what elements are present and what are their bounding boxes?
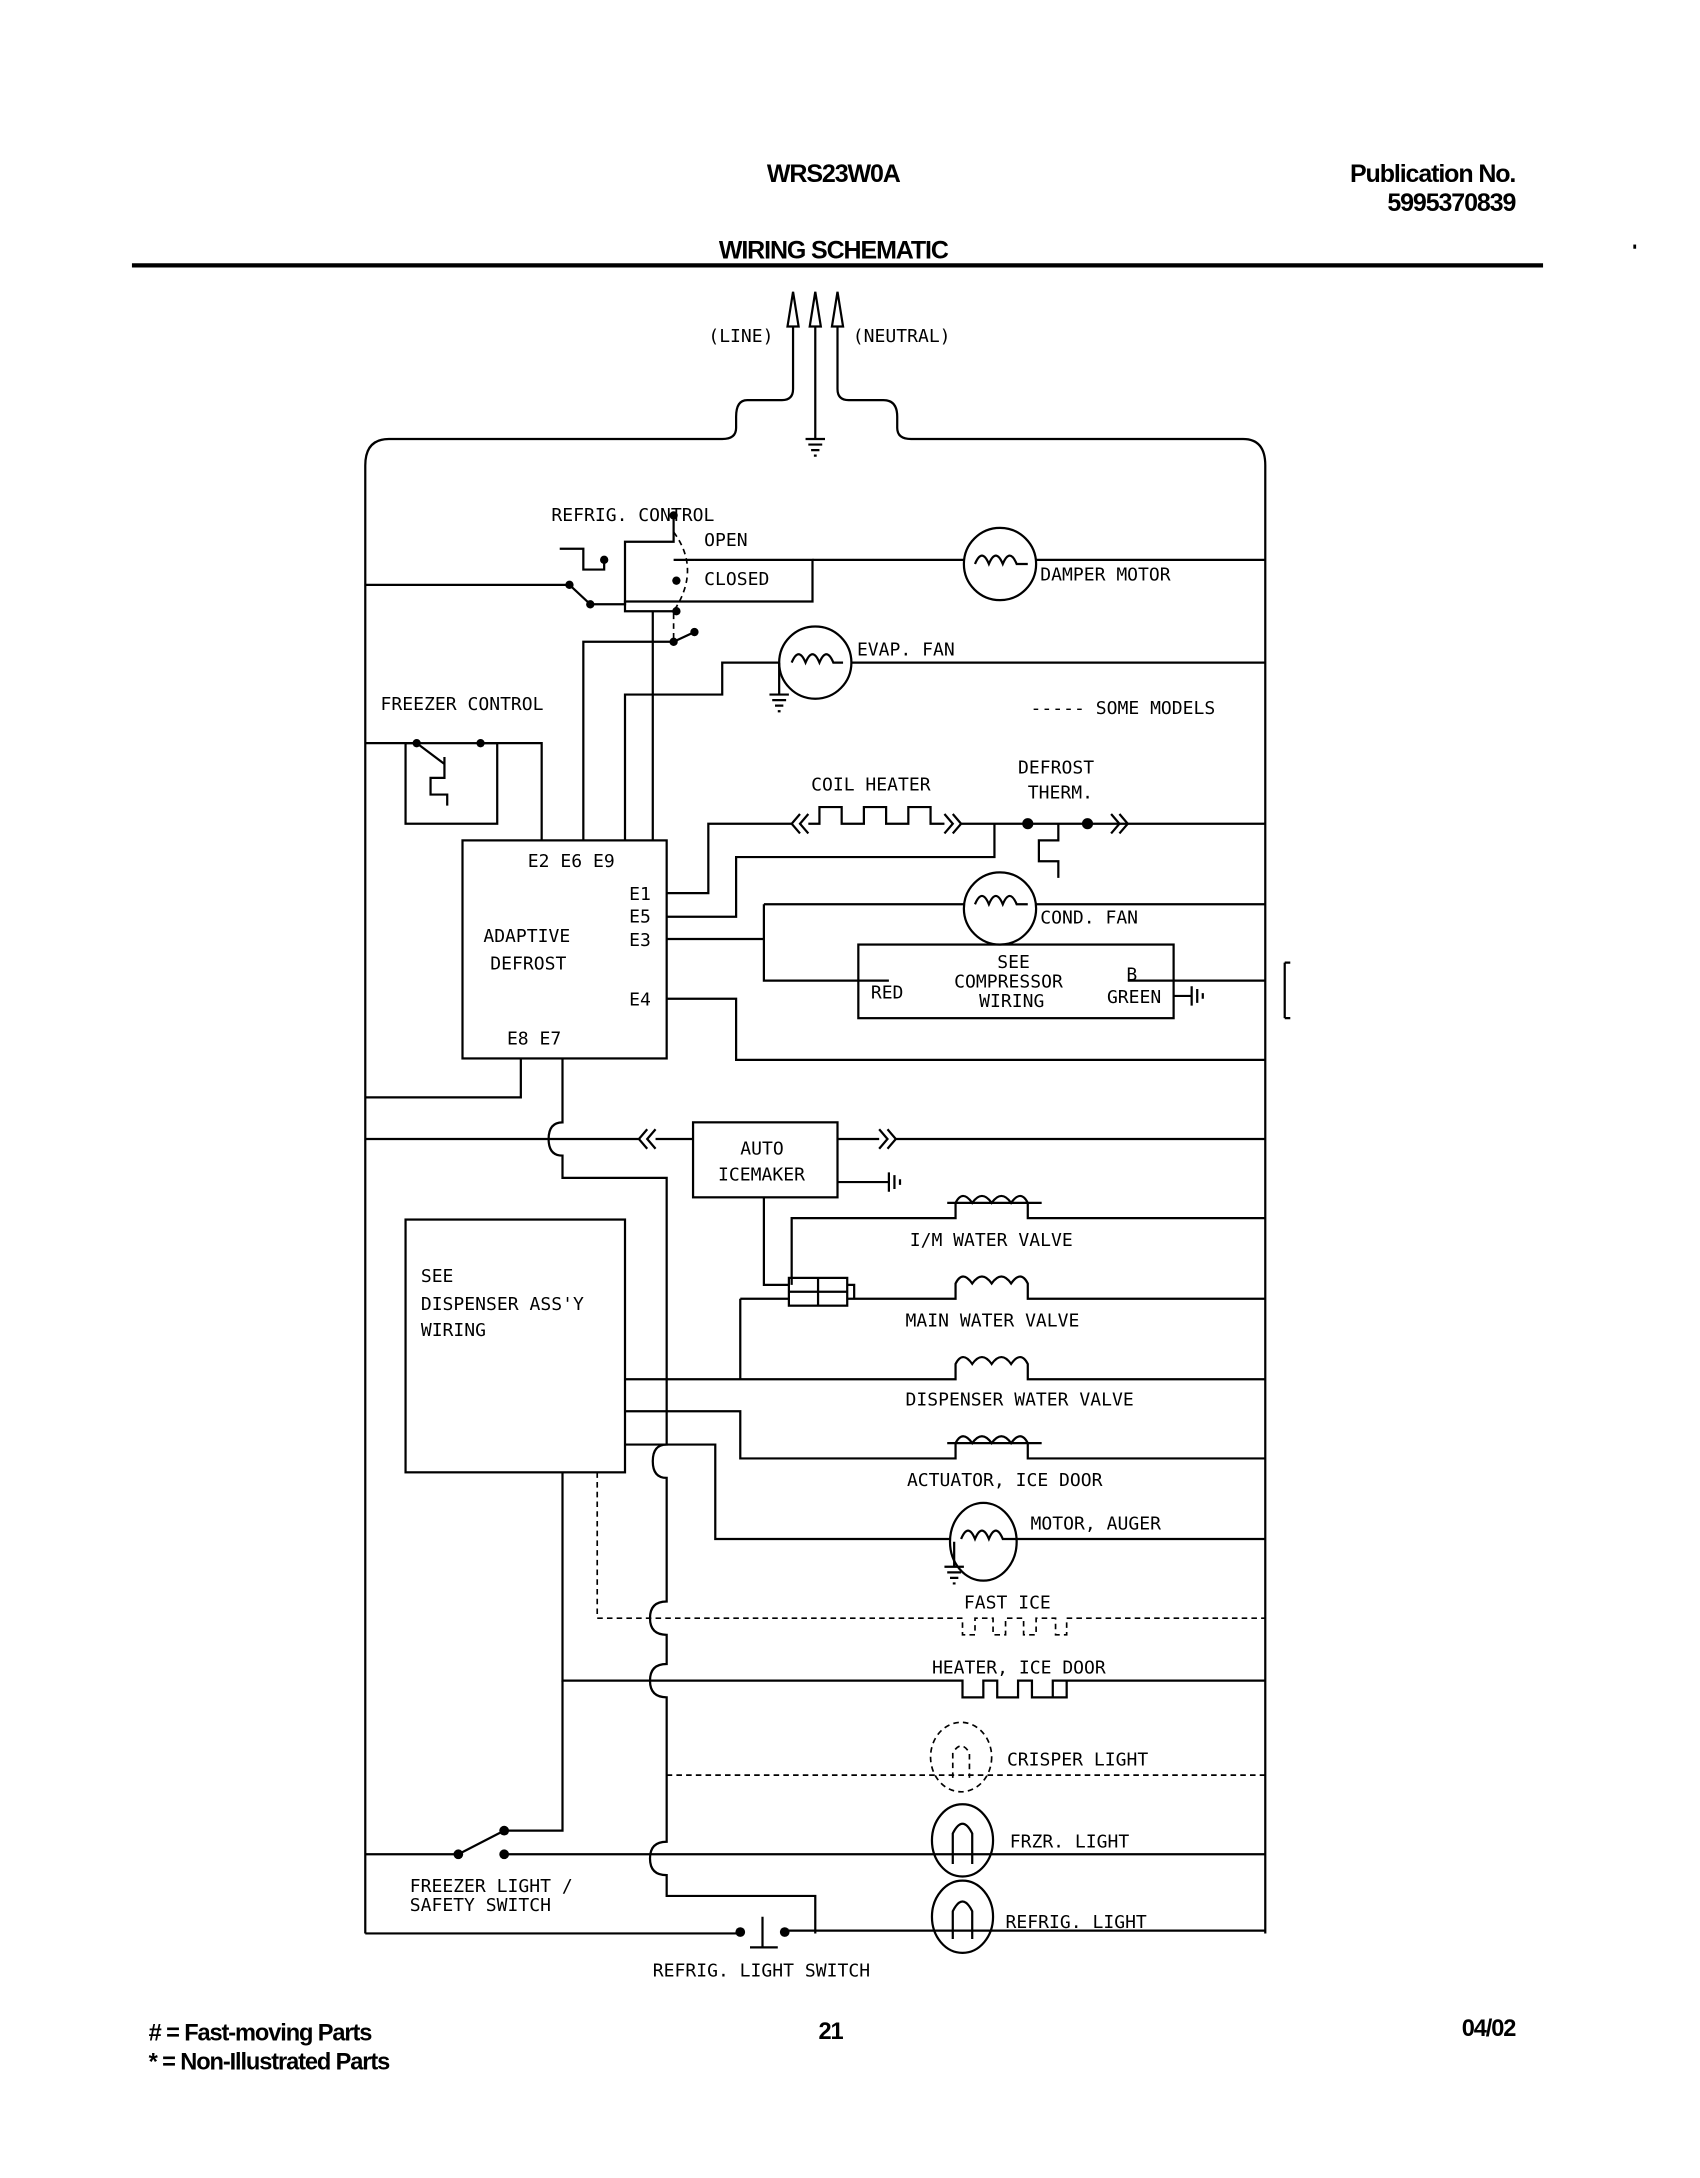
crisper-light bbox=[666, 1721, 1266, 1793]
green-wire-label: GREEN bbox=[1107, 987, 1161, 1008]
adaptive-defrost-board bbox=[461, 839, 668, 1060]
dispenser-box bbox=[404, 1218, 627, 1474]
freezer-light-switch-label-2: SAFETY SWITCH bbox=[410, 1895, 551, 1916]
defrost-therm-label: DEFROST bbox=[1018, 758, 1094, 779]
neutral-label: (NEUTRAL) bbox=[853, 326, 951, 347]
red-wire-label: RED bbox=[871, 983, 904, 1004]
model-number: WRS23W0A bbox=[767, 160, 901, 188]
refrig-light bbox=[365, 1879, 1266, 1954]
main-water-valve-label: MAIN WATER VALVE bbox=[906, 1311, 1080, 1332]
terminal-e1: E1 bbox=[629, 884, 651, 905]
terminals-bottom: E8 E7 bbox=[507, 1029, 561, 1050]
power-cord bbox=[364, 291, 1267, 1934]
dispenser-water-valve-label: DISPENSER WATER VALVE bbox=[906, 1390, 1134, 1411]
auto-icemaker bbox=[365, 1121, 1266, 1199]
heater-ice-door bbox=[504, 1472, 1266, 1832]
cond-fan-label: COND. FAN bbox=[1040, 908, 1138, 929]
motor-auger bbox=[625, 1443, 1266, 1585]
refrig-light-label: REFRIG. LIGHT bbox=[1006, 1912, 1147, 1933]
dispenser-label-2: DISPENSER ASS'Y bbox=[421, 1294, 584, 1315]
freezer-control bbox=[365, 739, 543, 841]
legend-non-illustrated: * = Non-Illustrated Parts bbox=[149, 2050, 390, 2076]
compressor-label-2: COMPRESSOR bbox=[954, 972, 1063, 993]
closed-label: CLOSED bbox=[704, 569, 769, 590]
terminal-e3: E3 bbox=[629, 930, 651, 951]
legend-fast-moving: # = Fast-moving Parts bbox=[149, 2020, 373, 2046]
dispenser-label: SEE bbox=[421, 1266, 454, 1287]
evap-fan bbox=[623, 625, 1266, 841]
page-title: WIRING SCHEMATIC bbox=[719, 236, 949, 264]
compressor-box bbox=[666, 943, 1291, 1061]
line-label: (LINE) bbox=[708, 326, 773, 347]
bus-wiring bbox=[365, 1058, 817, 1934]
damper-motor-label: DAMPER MOTOR bbox=[1040, 565, 1171, 586]
damper-motor bbox=[812, 526, 1266, 602]
compressor-label: SEE bbox=[997, 952, 1030, 973]
some-models-note: ----- SOME MODELS bbox=[1031, 698, 1216, 719]
frzr-light-label: FRZR. LIGHT bbox=[1010, 1831, 1130, 1852]
publication-label: Publication No. bbox=[1350, 160, 1515, 188]
refrig-control bbox=[365, 511, 814, 841]
actuator-ice-door-label: ACTUATOR, ICE DOOR bbox=[907, 1470, 1103, 1491]
auto-icemaker-label: AUTO bbox=[740, 1138, 783, 1159]
terminal-e4: E4 bbox=[629, 990, 651, 1011]
heater-ice-door-label: HEATER, ICE DOOR bbox=[932, 1658, 1106, 1679]
dispenser-label-3: WIRING bbox=[421, 1320, 486, 1341]
water-valves bbox=[625, 1194, 1266, 1460]
terminals-top: E2 E6 E9 bbox=[528, 851, 615, 872]
freezer-control-label: FREEZER CONTROL bbox=[381, 694, 544, 715]
freezer-light-switch-label: FREEZER LIGHT / bbox=[410, 1876, 573, 1897]
coil-heater bbox=[666, 805, 1266, 918]
coil-heater-label: COIL HEATER bbox=[811, 774, 931, 795]
compressor-label-3: WIRING bbox=[979, 991, 1044, 1012]
refrig-control-label: REFRIG. CONTROL bbox=[551, 505, 714, 526]
freezer-light bbox=[365, 1803, 1266, 1878]
motor-auger-label: MOTOR, AUGER bbox=[1031, 1513, 1162, 1534]
condenser-fan bbox=[666, 871, 1266, 982]
refrig-light-switch-label: REFRIG. LIGHT SWITCH bbox=[653, 1961, 870, 1982]
adaptive-label: ADAPTIVE bbox=[483, 926, 570, 947]
fast-ice-heater bbox=[596, 1472, 1266, 1636]
adaptive-label-2: DEFROST bbox=[490, 954, 566, 975]
page-number: 21 bbox=[819, 2019, 844, 2045]
im-water-valve-label: I/M WATER VALVE bbox=[910, 1230, 1073, 1251]
terminal-e5: E5 bbox=[629, 906, 651, 927]
defrost-therm-label-2: THERM. bbox=[1028, 783, 1093, 804]
evap-fan-label: EVAP. FAN bbox=[857, 640, 955, 661]
open-label: OPEN bbox=[704, 530, 747, 551]
publication-number: 5995370839 bbox=[1387, 189, 1515, 217]
auto-icemaker-label-2: ICEMAKER bbox=[718, 1165, 805, 1186]
revision-date: 04/02 bbox=[1462, 2016, 1517, 2042]
b-terminal-label: B bbox=[1126, 965, 1137, 986]
crisper-light-label: CRISPER LIGHT bbox=[1007, 1749, 1148, 1770]
fast-ice-label: FAST ICE bbox=[964, 1592, 1051, 1613]
